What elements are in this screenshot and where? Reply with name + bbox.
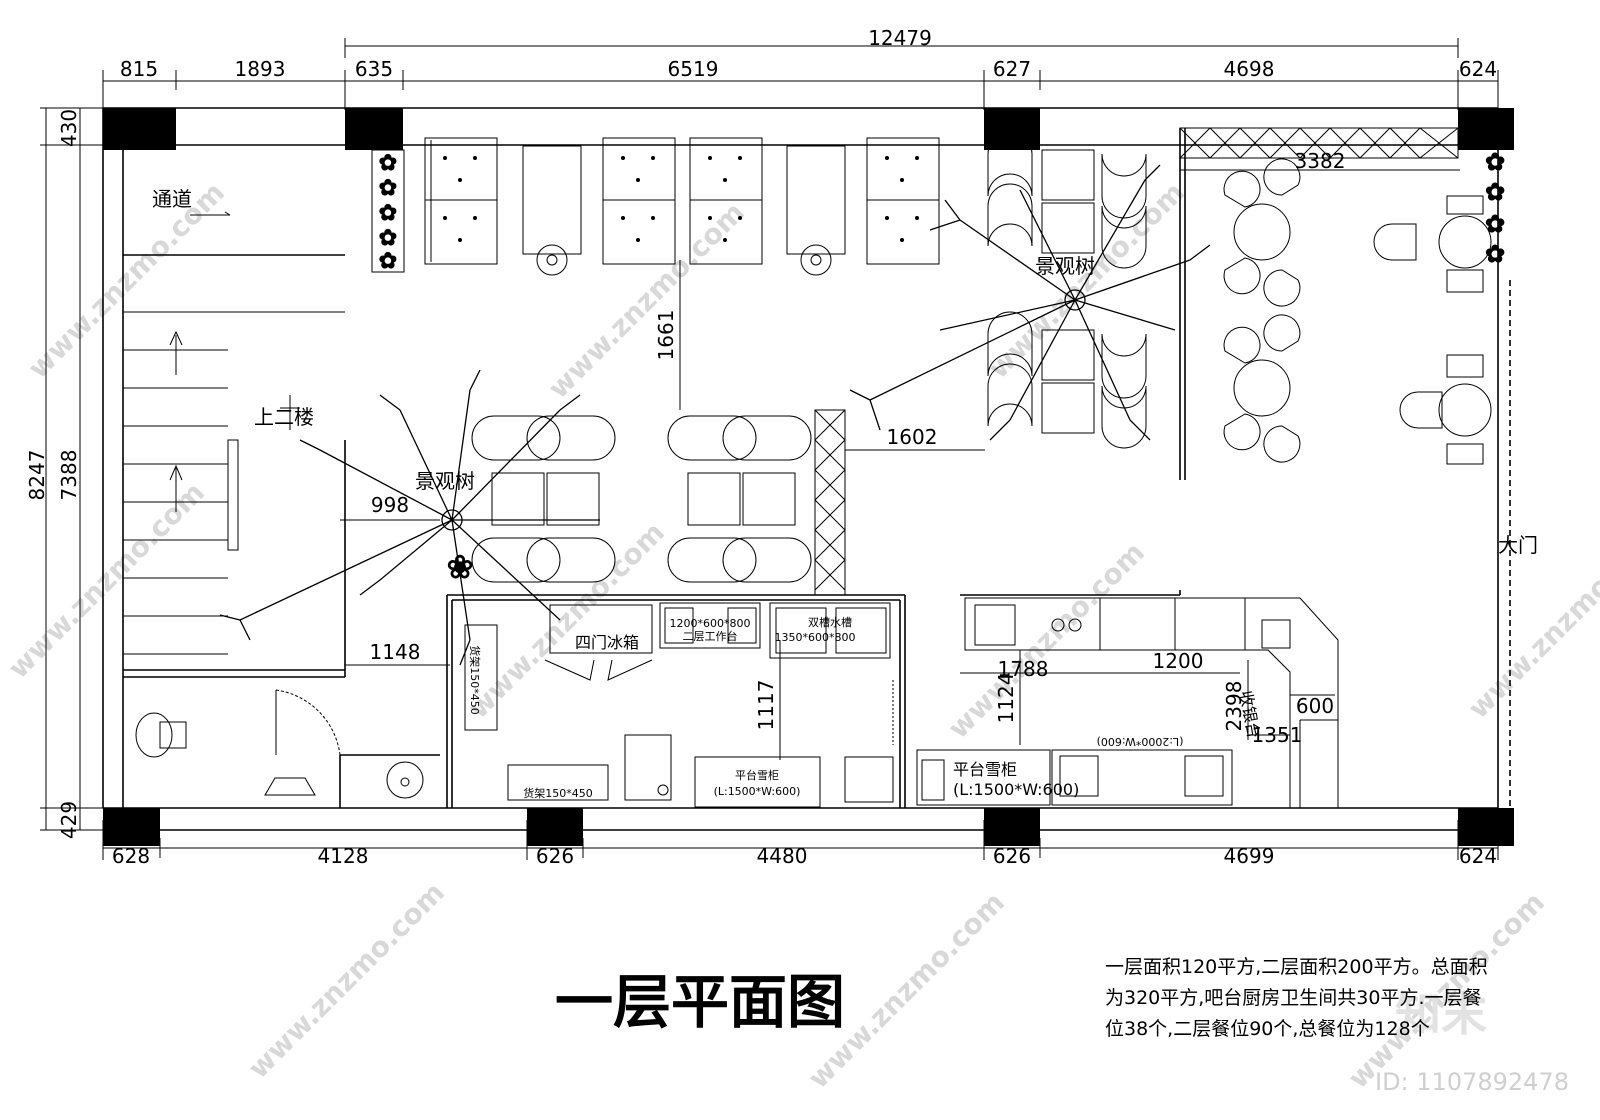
area-notes: 一层面积120平方,二层面积200平方。总面积为320平方,吧台厨房卫生间共30… [1105,956,1488,1040]
dim-inner-l: 600 [1296,694,1334,718]
label-upstairs: 上二楼 [254,405,314,429]
label-platform-fridge-1-size: (L:1500*W:600) [714,785,801,798]
round-tables [1223,158,1492,465]
svg-text:✿: ✿ [1485,240,1505,268]
walls [102,107,1511,831]
dim-top-1: 815 [120,57,158,81]
dim-inner-e: 1148 [370,640,421,664]
dim-bottom-3: 626 [536,844,574,868]
watermark-text: www.znzmo.com [462,516,671,725]
dim-top-6: 4698 [1224,57,1275,81]
dim-top-2: 1893 [235,57,286,81]
label-platform-fridge-2-size: (L:1500*W:600) [953,780,1079,799]
svg-text:✿: ✿ [379,176,397,201]
label-shelf-2: 货架150*450 [523,786,593,800]
dining-tables [471,131,1147,583]
dim-bottom-7: 624 [1459,844,1497,868]
wine-rack [1179,127,1459,159]
dim-inner-j: 2398 [1222,681,1246,732]
svg-text:✿: ✿ [379,226,397,251]
bar-counter [916,597,1339,808]
lattice-partition [814,409,846,596]
dim-top-7: 624 [1459,57,1497,81]
dim-bottom-1: 628 [112,844,150,868]
svg-text:✿: ✿ [379,151,397,176]
watermark-text: www.znzmo.com [22,176,231,385]
label-platform-fridge-2: 平台雪柜 [953,760,1017,779]
dimension-lines [40,38,1499,860]
dim-top-4: 6519 [668,57,719,81]
landscape-tree-left [219,369,600,666]
svg-text:✿: ✿ [379,249,397,274]
svg-text:✿: ✿ [1485,210,1505,238]
dim-bottom-5: 626 [993,844,1031,868]
label-double-sink-size: 1350*600*800 [775,631,856,644]
landscape-tree-right [849,164,1211,441]
dim-inner-f: 1117 [754,680,778,731]
dim-inner-i: 1200 [1153,649,1204,673]
svg-text:✿: ✿ [379,201,397,226]
label-main-gate: 大门 [1498,533,1538,557]
dim-bottom-2: 4128 [318,844,369,868]
dim-left-top: 430 [57,109,81,147]
svg-text:✿: ✿ [1485,178,1505,206]
label-corridor: 通道 [152,187,192,211]
label-four-door-fridge: 四门冰箱 [575,633,639,652]
label-tree-right: 景观树 [1035,254,1095,278]
dim-inner-k: 1351 [1252,723,1303,747]
label-platform-fridge-1: 平台雪柜 [735,768,779,782]
room-labels: 通道 上二楼 景观树 景观树 大门 四门冰箱 1200*600*800 二层工作… [152,187,1538,800]
svg-text:✿: ✿ [1485,148,1505,176]
plan-title: 一层平面图 [555,968,845,1036]
dim-inner-b: 1661 [654,310,678,361]
dim-bottom-6: 4699 [1224,844,1275,868]
watermark-text: www.znzmo.com [242,876,451,1085]
dim-inner-c: 1602 [887,425,938,449]
booth-seating [424,137,940,276]
dim-top-5: 627 [993,57,1031,81]
dim-total-width: 12479 [868,26,932,50]
flower-planter: ✿ ✿ ✿ ✿ ✿ ✿ ✿ ✿ ✿ ❀ [371,148,1506,587]
label-shelf-1: 货架150*450 [468,645,482,715]
structural-columns [103,108,1514,846]
label-tree-left: 景观树 [415,469,475,493]
label-bar-dims: (L:2000*W:600) [1097,735,1184,748]
dim-inner-h: 1788 [998,657,1049,681]
dim-left-total: 8247 [25,450,49,501]
dim-inner-g: 1124 [994,673,1018,724]
svg-text:❀: ❀ [447,548,474,586]
label-work-table: 二层工作台 [683,629,738,643]
watermark-logo: 知末 [1395,987,1487,1041]
dim-bottom-4: 4480 [757,844,808,868]
staircase [123,211,345,655]
restroom-fixtures [135,689,424,799]
dim-top-3: 635 [355,57,393,81]
dimension-texts: 12479 815 1893 635 6519 627 4698 624 628… [25,26,1497,868]
watermark-text: www.znzmo.com [542,196,751,405]
dim-left-bottom: 429 [57,801,81,839]
kitchen-equipment [464,602,894,808]
dim-inner-d: 998 [371,493,409,517]
dim-left-mid: 7388 [57,450,81,501]
label-double-sink: 双槽水槽 [808,616,852,629]
dim-inner-a: 3382 [1295,149,1346,173]
watermark-id: ID: 1107892478 [1375,1068,1569,1096]
watermark-text: www.znzmo.com [942,536,1151,745]
label-work-table-size: 1200*600*800 [670,617,751,630]
